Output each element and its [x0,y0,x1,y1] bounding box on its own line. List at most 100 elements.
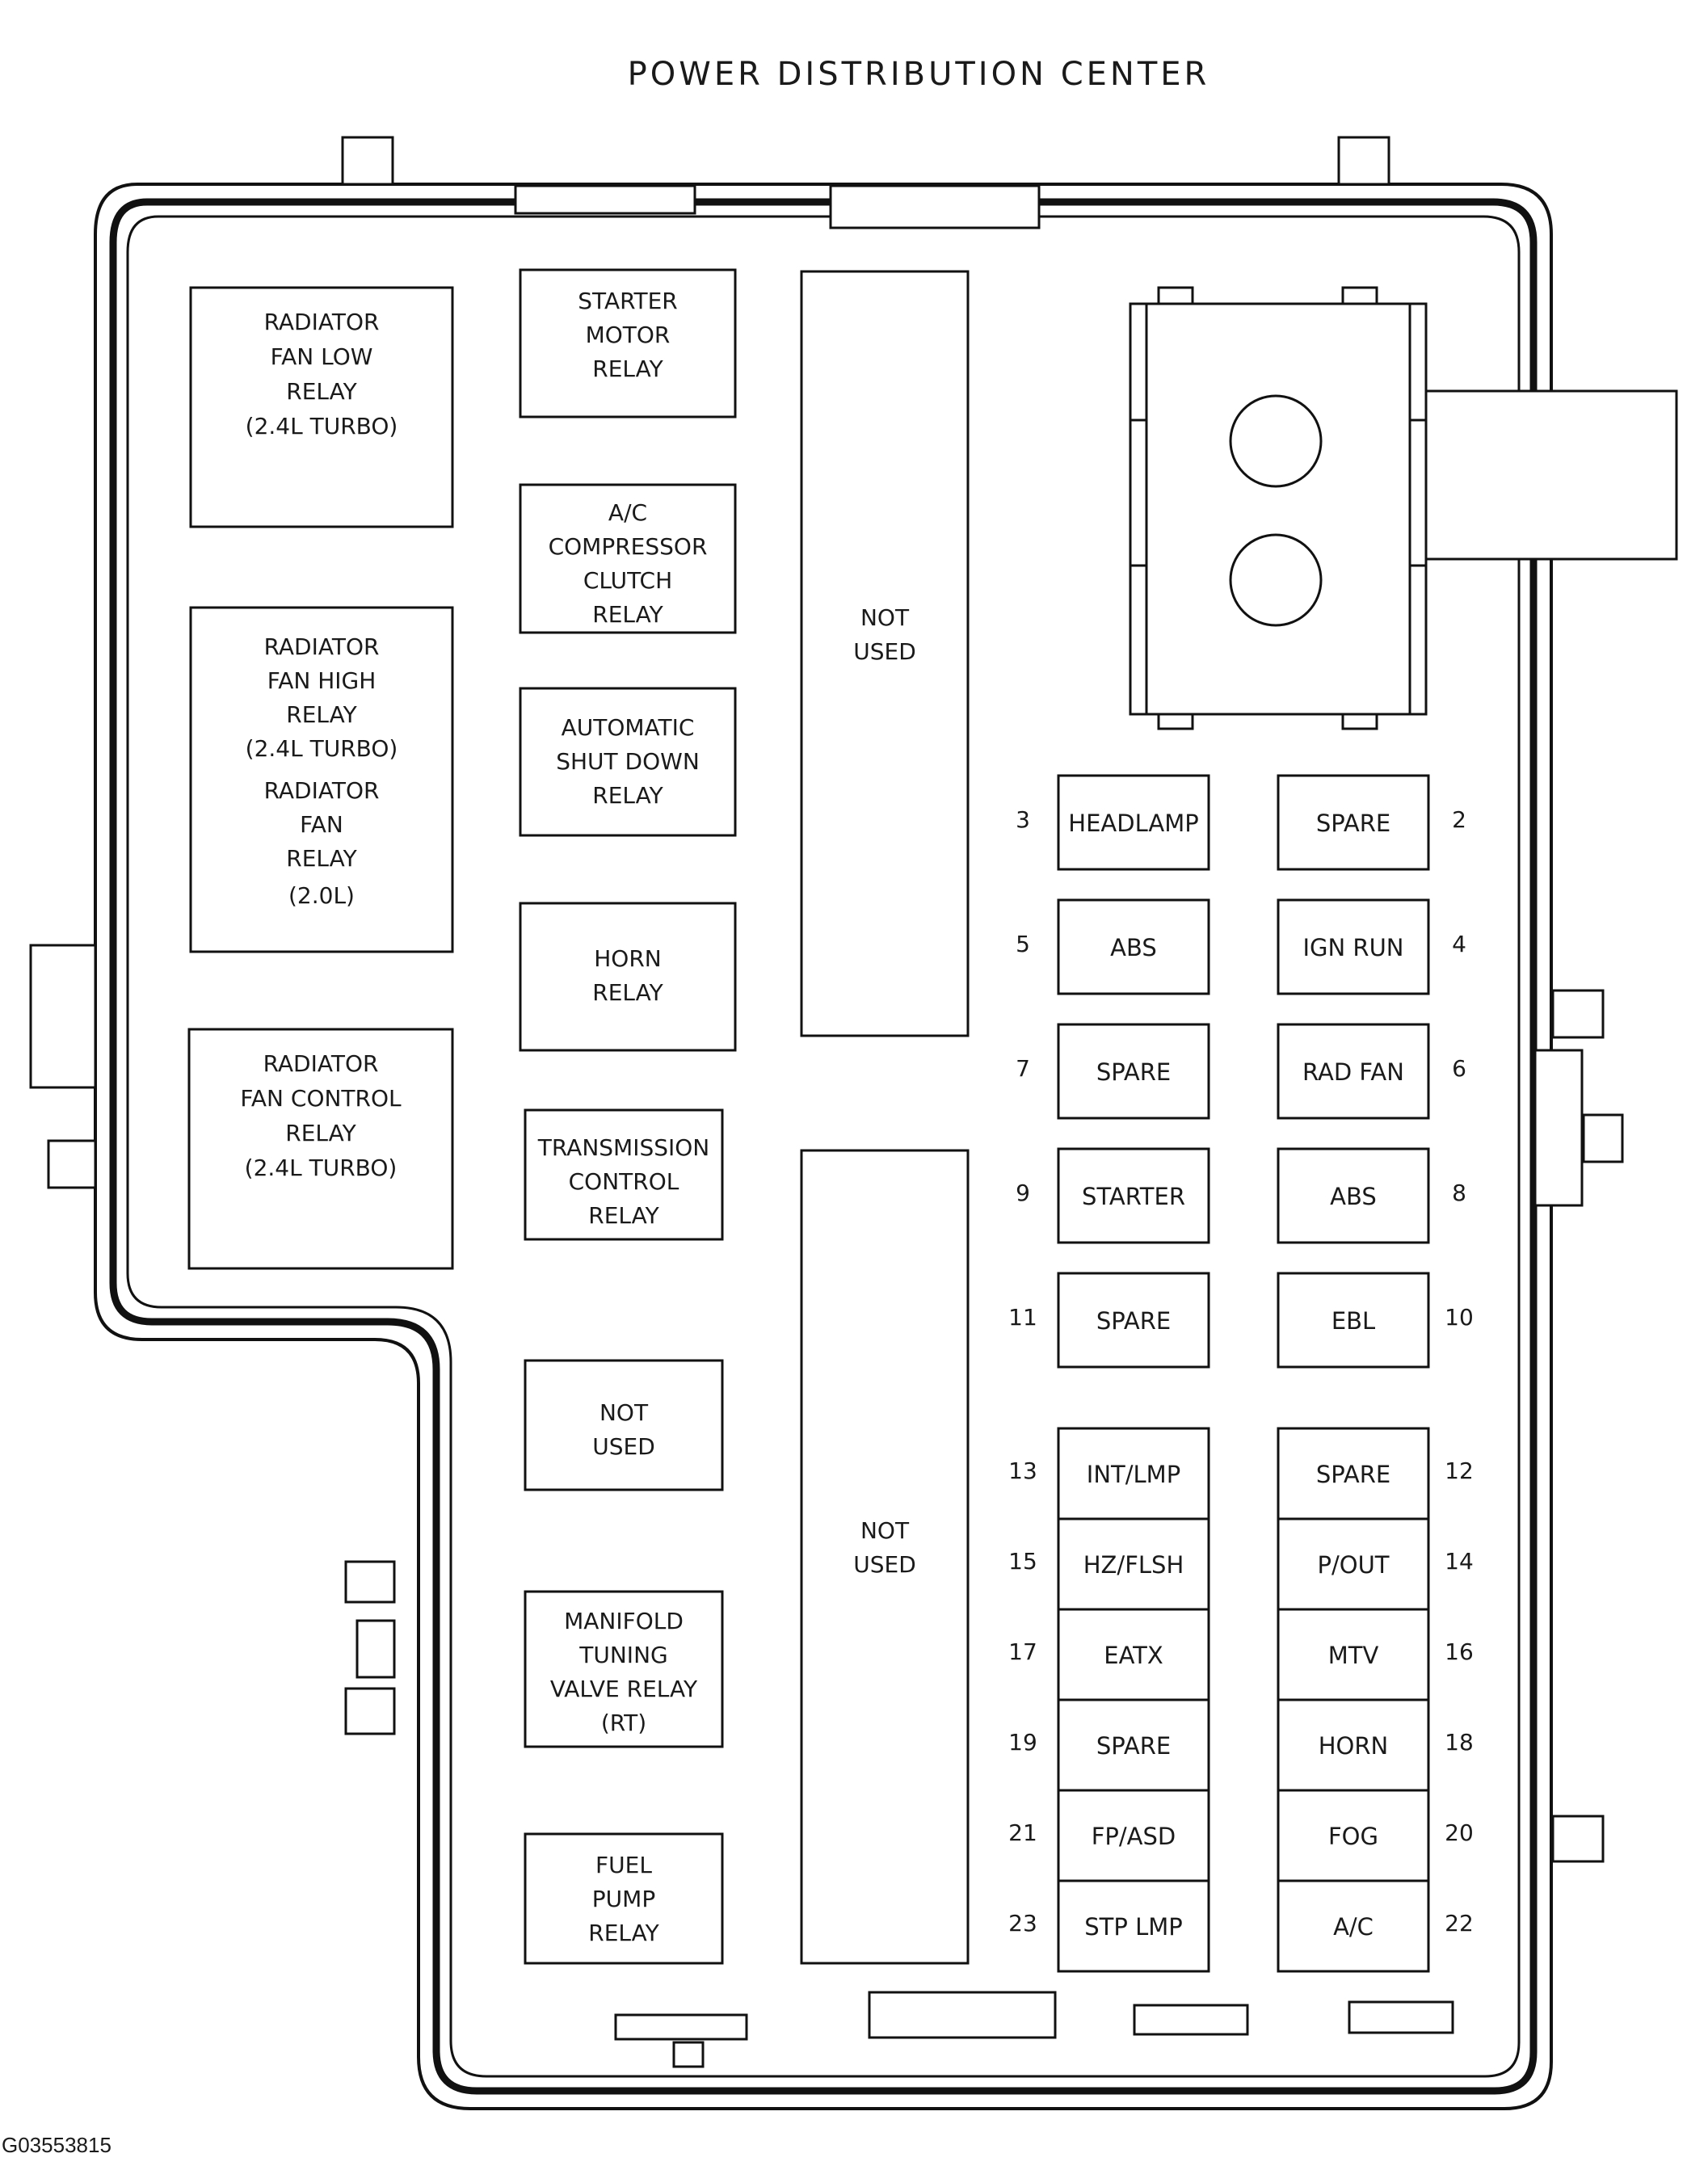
diagram-title: POWER DISTRIBUTION CENTER [628,56,1210,93]
fuse-box [1057,1272,1210,1369]
relay-label-line: RELAY [286,378,357,405]
relay-label-line: USED [853,638,916,665]
relay-label-line: RADIATOR [263,1050,379,1077]
relay-label-line: FAN CONTROL [240,1085,402,1112]
fuse-label: ABS [1330,1183,1377,1210]
relay-label-line: HORN [594,945,662,972]
relay-box [800,1149,970,1965]
relay-label-line: RELAY [592,355,663,382]
fuse-box [1277,898,1430,995]
fuse-label: EATX [1104,1642,1163,1669]
relay-box [524,1590,724,1748]
fuse-label: ABS [1110,934,1157,961]
fuse-14: P/OUT 14 [1277,1517,1474,1611]
fuse-number: 11 [1008,1304,1037,1331]
fuse-12: SPARE 12 [1277,1427,1474,1520]
fuse-label: HORN [1319,1732,1388,1760]
relay-label-line: RELAY [592,979,663,1006]
relay-label-line: FUEL [595,1852,652,1878]
fuse-number: 16 [1445,1638,1474,1665]
fuse-label: FP/ASD [1092,1823,1176,1850]
fuse-number: 20 [1445,1819,1474,1846]
relay-group: RADIATOR FAN LOW RELAY (2.4L TURBO) RADIATOR… [187,268,970,1965]
fuse-number: 13 [1008,1457,1037,1484]
relay-label-line: RADIATOR [264,309,380,335]
fuse-number: 21 [1008,1819,1037,1846]
relay-label-line: TUNING [578,1642,667,1668]
relay-box [519,687,737,837]
fuse-box [1057,1517,1210,1611]
relay-label-line: RELAY [592,601,663,628]
fuse-15: HZ/FLSH 15 [1008,1517,1210,1611]
fuse-label: SPARE [1096,1732,1171,1760]
relay-label-line: RADIATOR [264,777,380,804]
fuse-box [1057,774,1210,871]
figure-code: G03553815 [2,2133,111,2157]
relay-label-line: (2.4L TURBO) [245,1154,398,1181]
relay-label-line: FAN LOW [271,343,373,370]
fuse-label: IGN RUN [1302,934,1403,961]
fuse-box [1057,898,1210,995]
relay-label-line: MOTOR [586,322,671,348]
relay-box [519,902,737,1052]
fuse-label: SPARE [1316,810,1390,837]
fuse-label: A/C [1333,1913,1374,1941]
fuse-number: 15 [1008,1548,1037,1575]
relay-box [189,606,454,953]
relay-label-line: NOT [860,1517,910,1544]
relay-label-line: NOT [599,1399,649,1426]
fuse-19: SPARE 19 [1008,1698,1210,1792]
fuse-box [1277,1147,1430,1244]
fuse-label: STARTER [1082,1183,1185,1210]
fuse-label: SPARE [1096,1058,1171,1086]
relay-label-line: AUTOMATIC [562,714,695,741]
fuse-number: 14 [1445,1548,1474,1575]
fuse-box [1277,1608,1430,1701]
relay-label-line: VALVE RELAY [550,1676,698,1702]
fuse-box [1057,1879,1210,1973]
relay-box [187,1028,454,1270]
fuse-number: 8 [1452,1180,1466,1206]
fuse-13: INT/LMP 13 [1008,1427,1210,1520]
fuse-number: 10 [1445,1304,1474,1331]
fuse-number: 2 [1452,806,1466,833]
fuse-box [1057,1023,1210,1120]
relay-label-line: CLUTCH [583,567,672,594]
relay-label-line: RELAY [588,1920,659,1946]
connector-block [1129,286,1678,730]
fuse-box [1057,1608,1210,1701]
fuse-box [1057,1427,1210,1520]
fuse-label: SPARE [1316,1461,1390,1488]
fuse-label: INT/LMP [1087,1461,1180,1488]
fuse-number: 12 [1445,1457,1474,1484]
relay-label-line: RELAY [285,1120,356,1146]
relay-label-line: A/C [608,499,647,526]
relay-box [189,286,454,528]
relay-box [524,1108,724,1241]
relay-label-line: CONTROL [569,1168,679,1195]
relay-label-line: FAN [300,811,343,838]
fuse-label: FOG [1328,1823,1378,1850]
fuse-label: STP LMP [1084,1913,1183,1941]
relay-label-line: RELAY [286,701,357,728]
relay-box [524,1832,724,1965]
fuse-label: HZ/FLSH [1083,1551,1184,1579]
fuse-label: P/OUT [1317,1551,1389,1579]
fuse-2: SPARE 2 [1277,774,1466,871]
fuse-label: HEADLAMP [1068,810,1198,837]
relay-label-line: RADIATOR [264,633,380,660]
fuse-number: 17 [1008,1638,1037,1665]
fuse-number: 19 [1008,1729,1037,1756]
